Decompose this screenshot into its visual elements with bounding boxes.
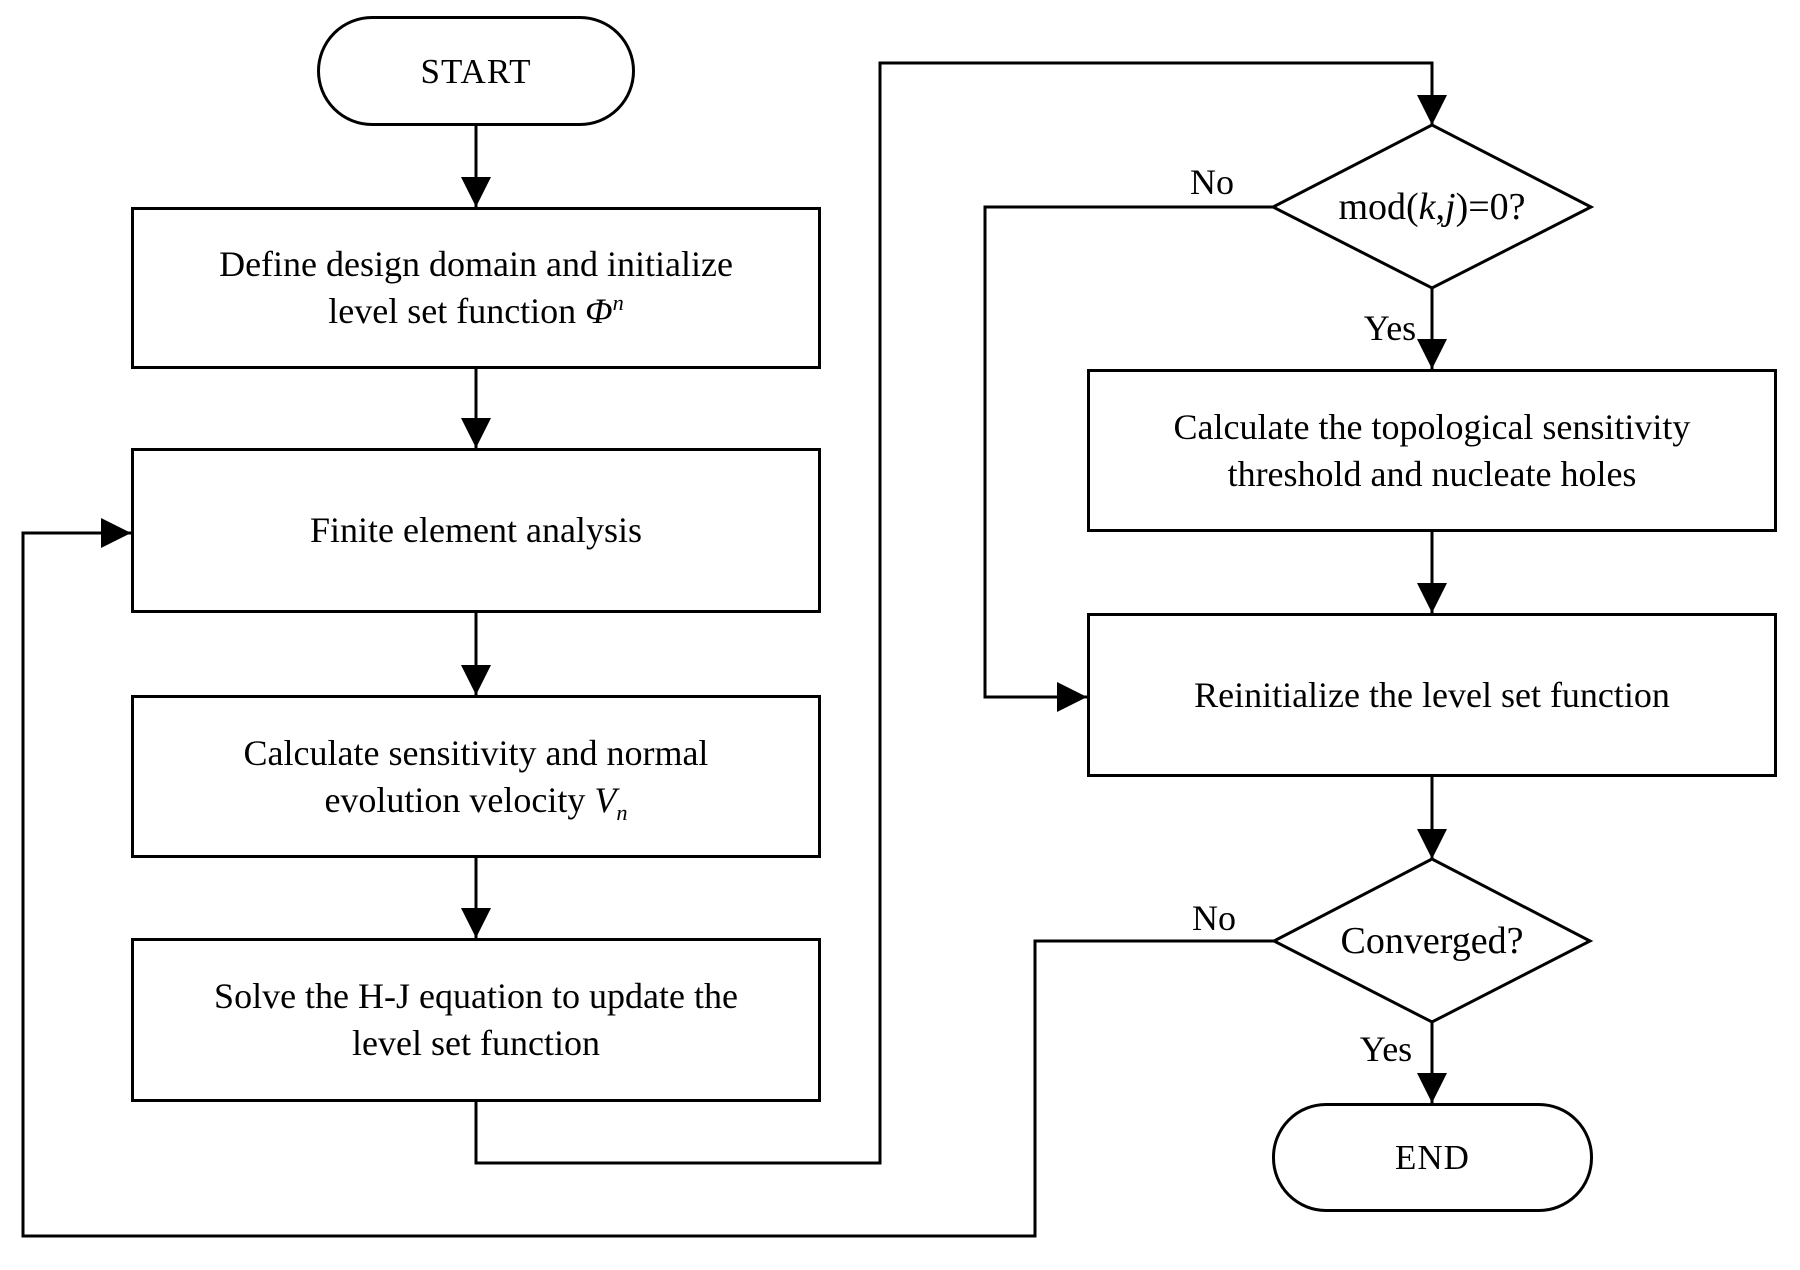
edge-solve-to-mod-loop — [474, 61, 1447, 1165]
decision-converged: Converged? — [1274, 859, 1590, 1022]
process-text-line: Reinitialize the level set function — [1194, 674, 1670, 715]
var-k: k — [1418, 185, 1436, 228]
process-text-line: Define design domain and initialize — [219, 244, 733, 284]
start-terminal: START — [317, 16, 635, 126]
edge-converged-no-to-fea-loop — [21, 518, 1275, 1238]
process-topological-sensitivity: Calculate the topological sensitivity th… — [1087, 369, 1777, 532]
process-text-line: level set function Φn — [328, 290, 624, 331]
converged-label: Converged? — [1340, 919, 1524, 962]
process-text-line: Calculate sensitivity and normal — [243, 732, 709, 773]
process-text-line: Calculate the topological sensitivity — [1173, 406, 1691, 447]
process-text-line: Finite element analysis — [310, 510, 642, 550]
edge-label-converged-no: No — [1192, 898, 1236, 938]
edge-label-mod-no: No — [1190, 162, 1234, 202]
converged-diamond-shape — [1270, 857, 1594, 1024]
velocity-symbol: V — [594, 779, 617, 820]
process-reinitialize-level-set: Reinitialize the level set function — [1087, 613, 1777, 777]
process-text-line: Solve the H-J equation to update the — [214, 976, 738, 1016]
edge-label-converged-yes: Yes — [1359, 1029, 1413, 1069]
process-text-line: level set function — [352, 1023, 600, 1063]
process-define-domain: Define design domain and initialize leve… — [131, 207, 821, 369]
end-label: END — [1395, 1138, 1470, 1177]
edge-mod-no-to-reinitialize — [983, 205, 1273, 712]
process-solve-hj-equation: Solve the H-J equation to update the lev… — [131, 938, 821, 1102]
process-calculate-sensitivity: Calculate sensitivity and normal evoluti… — [131, 695, 821, 858]
phi-superscript: n — [612, 290, 624, 315]
var-j: j — [1445, 185, 1456, 228]
process-text-line: threshold and nucleate holes — [1227, 453, 1637, 494]
start-label: START — [420, 51, 532, 91]
end-terminal: END — [1272, 1103, 1593, 1212]
phi-symbol: Φ — [585, 291, 613, 331]
mod-diamond-shape — [1269, 123, 1595, 290]
velocity-subscript: n — [616, 799, 628, 825]
process-finite-element-analysis: Finite element analysis — [131, 448, 821, 613]
decision-mod-kj: mod(k,j)=0? — [1338, 185, 1526, 228]
edge-label-mod-yes: Yes — [1363, 308, 1417, 348]
process-text-line: evolution velocity Vn — [324, 779, 628, 825]
